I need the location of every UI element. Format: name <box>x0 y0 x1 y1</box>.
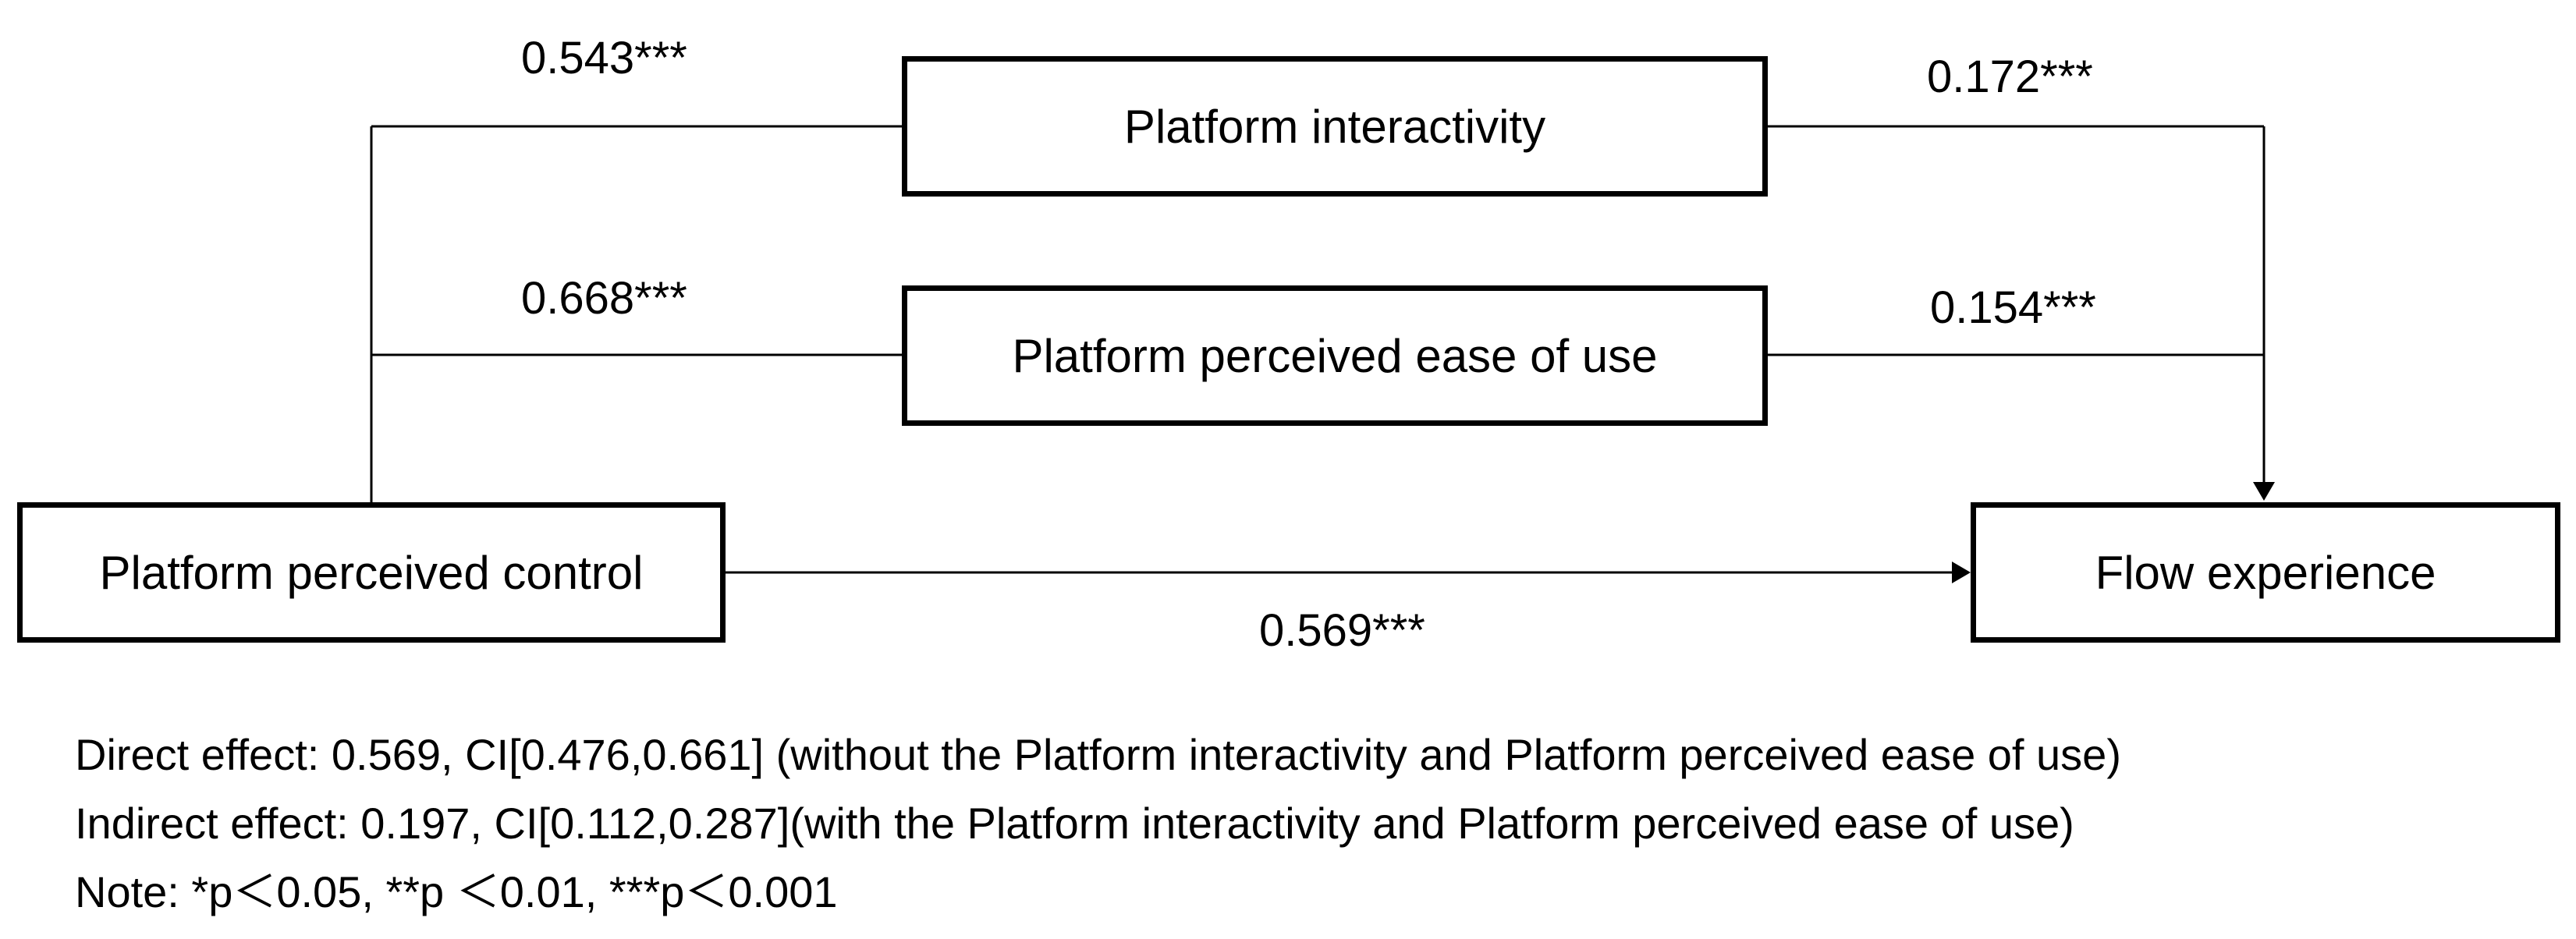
coef-ease-to-flow: 0.154*** <box>1930 282 2096 333</box>
node-platform-perceived-control-label: Platform perceived control <box>99 546 644 599</box>
note-significance: Note: *p＜0.05, **p ＜0.01, ***p＜0.001 <box>75 867 838 916</box>
coef-control-to-ease: 0.668*** <box>521 273 687 324</box>
node-platform-interactivity-label: Platform interactivity <box>1123 100 1546 153</box>
node-platform-perceived-ease-of-use: Platform perceived ease of use <box>902 285 1768 426</box>
coef-control-to-interactivity: 0.543*** <box>521 33 687 83</box>
note-indirect-effect: Indirect effect: 0.197, CI[0.112,0.287](… <box>75 799 2074 848</box>
coef-control-to-flow: 0.569*** <box>1259 605 1425 656</box>
node-flow-experience-label: Flow experience <box>2095 546 2436 599</box>
node-flow-experience: Flow experience <box>1971 502 2560 643</box>
control-to-flow-arrowhead <box>1952 562 1971 583</box>
node-platform-interactivity: Platform interactivity <box>902 56 1768 197</box>
mediators-to-flow-arrowhead <box>2253 482 2275 501</box>
node-platform-perceived-ease-of-use-label: Platform perceived ease of use <box>1012 329 1658 382</box>
coef-interactivity-to-flow: 0.172*** <box>1927 51 2093 102</box>
node-platform-perceived-control: Platform perceived control <box>17 502 726 643</box>
note-direct-effect: Direct effect: 0.569, CI[0.476,0.661] (w… <box>75 730 2121 779</box>
